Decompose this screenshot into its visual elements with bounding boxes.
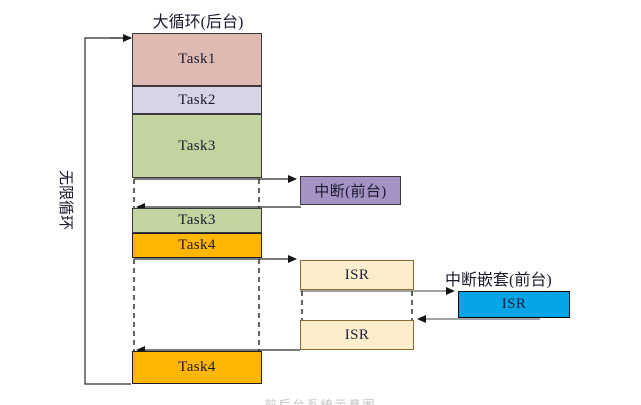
task-block-label: Task1 bbox=[178, 51, 216, 67]
task-block-task3-resumed[interactable]: Task3 bbox=[132, 208, 262, 233]
task-block-label: Task3 bbox=[178, 137, 216, 154]
task-block-task3-first[interactable]: Task3 bbox=[132, 114, 262, 178]
infinite-loop-bracket bbox=[84, 34, 132, 385]
task-block-task4-resumed[interactable]: Task4 bbox=[132, 351, 262, 384]
isr-block-label: ISR bbox=[344, 326, 370, 343]
task-block-task4-first[interactable]: Task4 bbox=[132, 233, 262, 258]
isr-block-nested[interactable]: ISR bbox=[458, 291, 570, 318]
task-block-label: Task2 bbox=[178, 91, 216, 108]
interrupt-block[interactable]: 中断(前台) bbox=[300, 176, 401, 205]
isr-block-label: ISR bbox=[501, 296, 527, 312]
task-block-task1[interactable]: Task1 bbox=[132, 33, 262, 86]
isr-block-label: ISR bbox=[344, 266, 370, 283]
isr-block-first[interactable]: ISR bbox=[300, 260, 414, 290]
task-block-label: Task4 bbox=[178, 359, 216, 375]
isr-block-second[interactable]: ISR bbox=[300, 320, 414, 350]
task-block-label: Task3 bbox=[178, 212, 216, 228]
nested-interrupt-title: 中断嵌套(前台) bbox=[445, 272, 552, 289]
task-block-label: Task4 bbox=[178, 237, 216, 253]
task-block-task2[interactable]: Task2 bbox=[132, 86, 262, 114]
dashed-guides bbox=[133, 179, 413, 351]
infinite-loop-label: 无限循环 bbox=[57, 170, 73, 231]
page-title: 大循环(后台) bbox=[152, 14, 244, 31]
bottom-caption: 前后台系统示意图 bbox=[0, 399, 641, 405]
interrupt-block-label: 中断(前台) bbox=[314, 184, 387, 200]
